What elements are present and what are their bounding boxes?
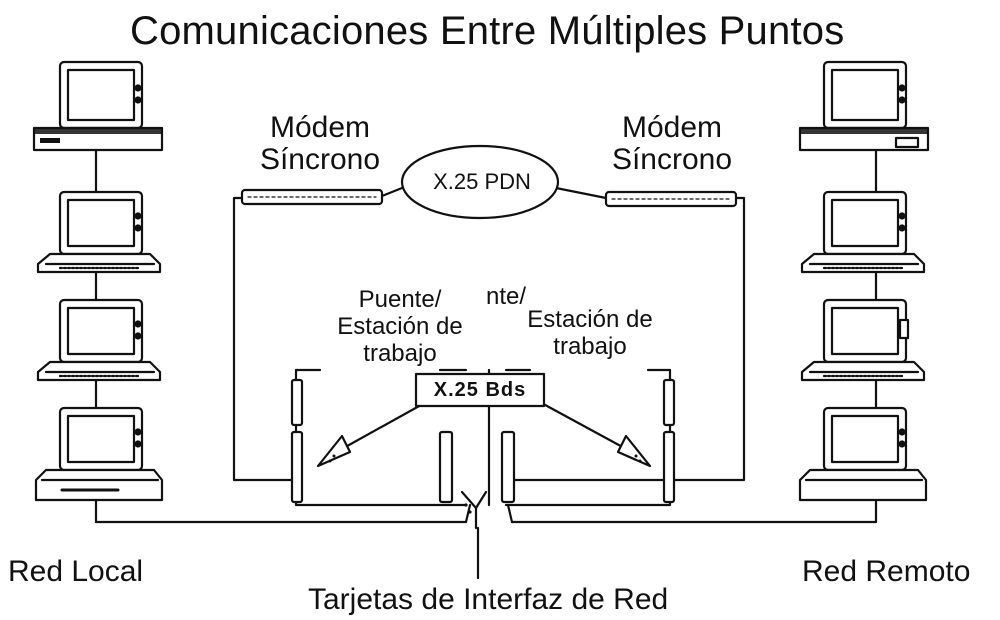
modem-left-line-1: Módem	[269, 111, 371, 144]
bridge-right-line-1: Estación de	[527, 306, 653, 333]
left-network-column	[32, 60, 472, 524]
left-workstation-2-icon	[36, 190, 162, 274]
left-network-interface-card-icon	[438, 430, 454, 504]
network-cloud-icon	[400, 144, 560, 220]
x25-board-label: X.25 Bds	[433, 379, 527, 401]
bridge-left-line-1: Puente/	[358, 286, 442, 313]
bridge-left-label: Puente/ Estación de trabajo	[330, 286, 470, 368]
modem-left-label: Módem Síncrono	[250, 112, 390, 175]
bridge-left-line-2: Estación de	[337, 312, 463, 340]
label-red-local: Red Local	[8, 555, 144, 588]
left-bridge-workstation-icon	[290, 368, 468, 507]
right-workstation-2-icon	[800, 190, 926, 274]
right-modem-icon	[604, 190, 738, 208]
diagram-title: Comunicaciones Entre Múltiples Puntos	[130, 9, 845, 53]
right-bridge-workstation-icon	[500, 368, 676, 507]
bridge-overlap-fragment: nte/	[486, 283, 527, 310]
left-modem-cloud-link	[380, 186, 404, 198]
modem-right-line-2: Síncrono	[611, 142, 733, 176]
left-card-connector	[464, 503, 472, 524]
card-pointer-lines	[460, 490, 488, 580]
left-top-computer-icon	[32, 60, 164, 152]
right-card-connector	[506, 503, 514, 524]
bridge-left-line-3: trabajo	[363, 339, 437, 367]
label-network-cards: Tarjetas de Interfaz de Red	[308, 583, 669, 616]
modem-right-label: Módem Síncrono	[602, 112, 742, 175]
left-wan-line	[232, 196, 298, 482]
x25-board-box	[414, 372, 546, 408]
left-workstation-4-icon	[34, 406, 164, 502]
right-network-interface-card-icon	[500, 430, 516, 504]
network-cloud-label: X.25 PDN	[433, 169, 531, 194]
right-workstation-4-icon	[798, 406, 928, 502]
left-modem-icon	[240, 188, 384, 206]
left-workstation-3-icon	[36, 298, 162, 382]
right-top-computer-icon	[798, 60, 930, 152]
right-network-column	[506, 60, 930, 524]
wan-links	[232, 186, 746, 482]
right-modem-cloud-link	[554, 186, 608, 200]
right-wan-line	[504, 196, 746, 482]
modem-right-line-1: Módem	[621, 111, 723, 144]
label-red-remoto: Red Remoto	[802, 555, 971, 588]
bridge-right-line-2: trabajo	[553, 332, 627, 360]
right-workstation-3-icon	[800, 298, 926, 382]
modem-left-line-2: Síncrono	[259, 142, 381, 176]
bridge-right-label: Estación de trabajo	[505, 306, 675, 361]
